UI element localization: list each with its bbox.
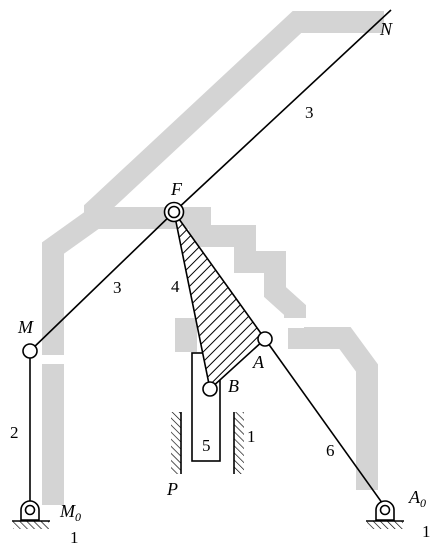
slider-guide [171,412,244,474]
joint-A [257,331,273,347]
joint-M [22,343,38,359]
label-1-slider: 1 [247,427,256,446]
links [29,9,392,508]
label-1-right-ground: 1 [422,522,431,541]
grey-frame-diagonal [84,10,384,219]
link-4-triangle [173,211,266,390]
label-B: B [228,376,239,396]
frame-break-left [38,355,68,364]
label-M0: M0 [59,501,81,524]
labels: N F M A B P M0 A0 3 3 4 2 5 1 6 1 1 [10,19,431,547]
link-6 [264,338,386,508]
label-A: A [252,352,265,372]
frame-break-right [276,318,304,328]
joints [22,201,273,397]
frame-breaks [38,318,304,364]
label-1-left-ground: 1 [70,528,79,547]
guide-hatch-left [171,412,181,474]
joint-B [202,381,218,397]
label-2: 2 [10,423,19,442]
label-N: N [379,19,393,39]
label-F: F [170,179,183,199]
label-4: 4 [171,277,180,296]
label-6: 6 [326,441,335,460]
label-P: P [166,479,178,499]
grey-frame-right [288,327,378,490]
label-3-lower: 3 [113,278,122,297]
support-A0 [366,500,404,529]
link-3-upper [173,9,392,213]
grey-frame-outer [42,207,306,505]
grey-frame [42,10,384,505]
link-3-lower [29,211,175,352]
label-M: M [17,317,34,337]
joint-F-inner [167,205,181,219]
label-3-upper: 3 [305,103,314,122]
guide-hatch-right [234,412,244,474]
support-M0 [12,500,50,529]
label-5: 5 [202,436,211,455]
label-A0: A0 [408,487,426,510]
